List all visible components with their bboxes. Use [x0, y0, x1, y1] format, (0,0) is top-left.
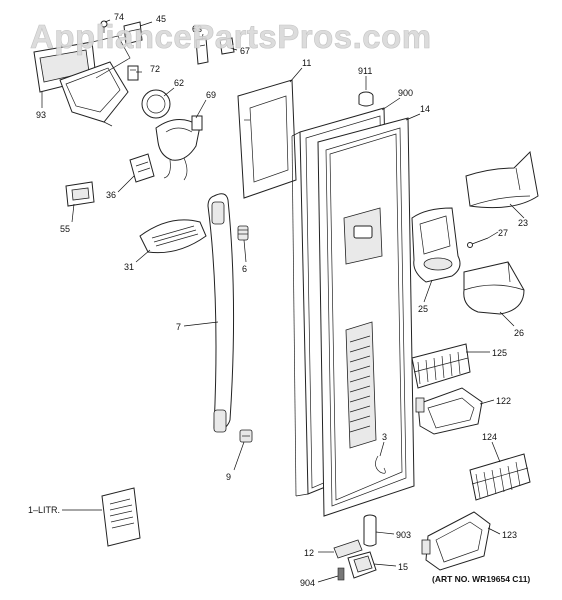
callout-900: 900 — [398, 88, 413, 98]
callout-45: 45 — [156, 14, 166, 24]
callout-72: 72 — [150, 64, 160, 74]
callout-67: 67 — [240, 46, 250, 56]
callout-6: 6 — [242, 264, 247, 274]
part-27-screw — [467, 237, 489, 248]
part-12-bracket — [333, 539, 363, 559]
part-26-bin — [463, 261, 525, 315]
part-74-screw — [100, 20, 108, 33]
part-7-handle — [207, 193, 235, 433]
door-shelf-ribs — [345, 321, 377, 449]
part-36-switch — [129, 153, 155, 183]
callout-74: 74 — [114, 12, 124, 22]
part-93-dispenser-housing — [33, 35, 131, 127]
part-911-cap — [358, 91, 374, 107]
part-45-bracket — [123, 21, 143, 45]
part-67-clip — [219, 37, 235, 55]
callout-15: 15 — [398, 562, 408, 572]
part-904-pin — [337, 567, 345, 581]
leader-lines — [41, 19, 525, 583]
callout-124: 124 — [482, 432, 497, 442]
callout-36: 36 — [106, 190, 116, 200]
callouts: 74 45 63 67 72 62 69 93 11 911 900 14 36… — [28, 12, 528, 588]
part-1-litr-booklet — [101, 487, 141, 547]
callout-55: 55 — [60, 224, 70, 234]
art-number: (ART NO. WR19654 C11) — [432, 574, 530, 584]
callout-11: 11 — [302, 58, 311, 68]
part-9-screw — [239, 429, 253, 443]
dispenser-recess — [343, 207, 383, 265]
callout-125: 125 — [492, 348, 507, 358]
callout-14: 14 — [420, 104, 430, 114]
part-122-door-bin — [415, 387, 483, 435]
part-55-actuator — [65, 181, 95, 207]
part-903-cylinder — [363, 514, 377, 547]
callout-9: 9 — [226, 472, 231, 482]
callout-63: 63 — [192, 24, 202, 34]
callout-12: 12 — [304, 548, 314, 558]
callout-903: 903 — [396, 530, 411, 540]
callout-911: 911 — [358, 66, 372, 76]
part-123-door-bin — [421, 511, 491, 571]
callout-3: 3 — [382, 432, 387, 442]
callout-69: 69 — [206, 90, 216, 100]
part-15-valve — [347, 551, 377, 579]
callout-123: 123 — [502, 530, 517, 540]
callout-62: 62 — [174, 78, 184, 88]
part-23-bin — [465, 150, 539, 209]
part-72-actuator — [127, 65, 139, 81]
callout-904: 904 — [300, 578, 315, 588]
callout-7: 7 — [176, 322, 181, 332]
part-124-wire-shelf — [469, 453, 531, 501]
part-11-bezel — [237, 79, 297, 199]
watermark: AppliancePartsPros.com — [30, 18, 432, 55]
part-25-tray — [411, 207, 461, 283]
part-69-funnel — [155, 115, 203, 181]
part-6-plug — [237, 225, 249, 241]
callout-122: 122 — [496, 396, 511, 406]
part-63-clip — [195, 37, 209, 65]
part-14-door-gasket — [317, 117, 415, 517]
callout-23: 23 — [518, 218, 528, 228]
callout-1-litr: 1–LITR. — [28, 505, 60, 515]
part-62-ring — [141, 89, 171, 119]
part-125-wire-shelf — [411, 343, 471, 389]
callout-93: 93 — [36, 110, 46, 120]
callout-31: 31 — [124, 262, 134, 272]
callout-25: 25 — [418, 304, 428, 314]
part-31-drip-tray — [139, 219, 207, 254]
callout-27: 27 — [498, 228, 508, 238]
part-3-wire — [375, 455, 386, 474]
callout-26: 26 — [514, 328, 524, 338]
